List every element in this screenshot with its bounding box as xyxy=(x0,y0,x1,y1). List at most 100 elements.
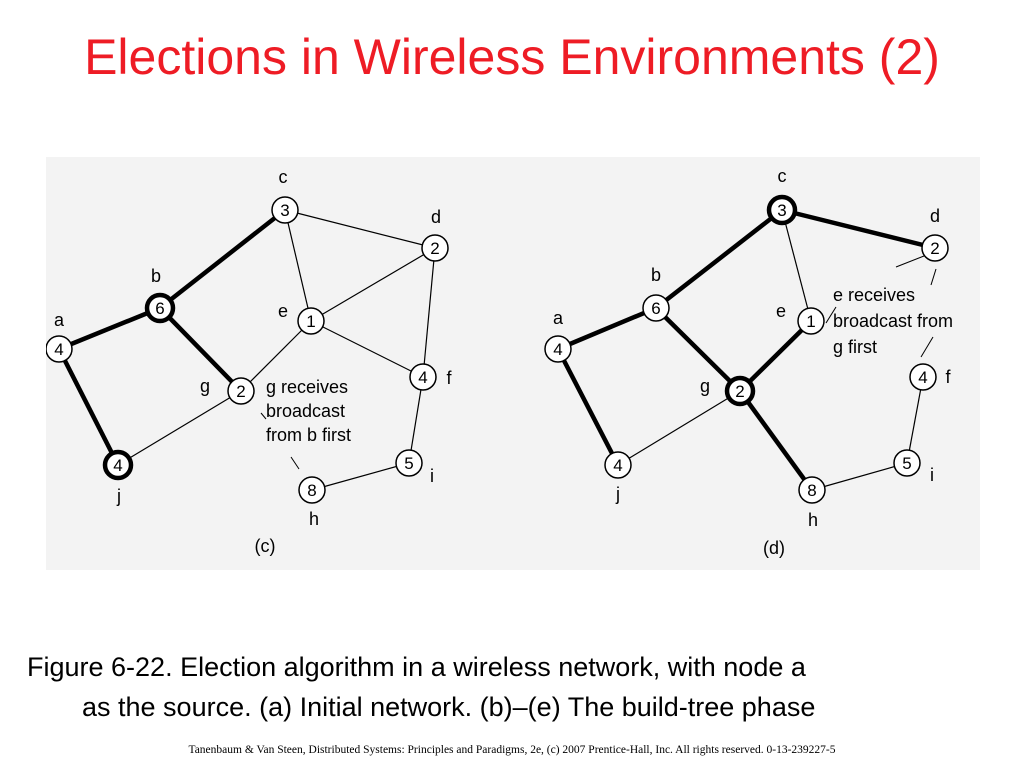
node-value: 1 xyxy=(806,312,815,331)
node-circle xyxy=(604,451,632,479)
node-value: 5 xyxy=(404,454,413,473)
node-g: 2g xyxy=(200,376,255,405)
node-b: 6b xyxy=(144,266,176,324)
edge-c-e xyxy=(781,209,812,322)
annotation-pointer xyxy=(920,336,934,358)
node-g: 2g xyxy=(700,375,756,407)
node-circle xyxy=(227,377,255,405)
node-value: 2 xyxy=(930,239,939,258)
caption-line-1: Figure 6-22. Election algorithm in a wir… xyxy=(27,652,806,682)
annotation-line: g receives xyxy=(266,377,348,397)
edge-g-j xyxy=(117,390,242,466)
node-h: 8h xyxy=(798,476,826,530)
slide-title: Elections in Wireless Environments (2) xyxy=(84,29,940,85)
edge-c-b xyxy=(158,208,287,310)
diagram-caption: (c) xyxy=(255,536,276,556)
node-letter: j xyxy=(116,486,121,506)
caption-line-2: as the source. (a) Initial network. (b)–… xyxy=(82,692,816,722)
node-letter: h xyxy=(808,510,818,530)
annotation-line: from b first xyxy=(266,425,351,445)
edge-c-d xyxy=(781,207,936,251)
node-circle xyxy=(798,476,826,504)
annotation-pointer xyxy=(930,268,937,286)
annotation-line: broadcast xyxy=(266,401,345,421)
annotation-pointer xyxy=(260,412,267,420)
node-circle xyxy=(421,234,449,262)
node-circle xyxy=(766,194,798,226)
annotation-line: broadcast from xyxy=(833,311,953,331)
node-circle xyxy=(271,196,299,224)
node-value: 4 xyxy=(54,340,63,359)
edge-e-f xyxy=(310,320,424,378)
node-value: 5 xyxy=(902,454,911,473)
edge-b-g xyxy=(158,306,243,393)
annotation-pointer xyxy=(290,456,300,470)
edge-d-f xyxy=(422,247,436,378)
node-value: 6 xyxy=(155,299,164,318)
node-value: 4 xyxy=(113,456,122,475)
node-d: 2d xyxy=(421,207,449,262)
edge-f-i xyxy=(906,376,924,464)
node-circle xyxy=(642,294,670,322)
node-circle xyxy=(909,363,937,391)
node-value: 8 xyxy=(307,481,316,500)
edge-i-h xyxy=(311,462,410,491)
node-value: 1 xyxy=(306,312,315,331)
node-letter: a xyxy=(54,310,65,330)
edge-b-g xyxy=(654,306,742,393)
node-letter: d xyxy=(930,206,940,226)
edge-g-j xyxy=(617,390,741,466)
node-circle xyxy=(298,476,326,504)
node-circle xyxy=(297,307,325,335)
node-letter: c xyxy=(279,167,288,187)
edge-c-b xyxy=(654,208,784,310)
node-h: 8h xyxy=(298,476,326,529)
edge-f-i xyxy=(408,376,424,464)
node-d: 2d xyxy=(921,206,949,262)
node-letter: b xyxy=(651,265,661,285)
node-circle xyxy=(724,375,756,407)
node-value: 3 xyxy=(280,201,289,220)
node-i: 5i xyxy=(395,449,434,486)
node-letter: e xyxy=(776,301,786,321)
node-value: 4 xyxy=(553,340,562,359)
node-c: 3c xyxy=(766,166,798,226)
node-circle xyxy=(893,449,921,477)
edge-g-h xyxy=(738,389,814,492)
edge-c-e xyxy=(284,209,312,322)
node-letter: j xyxy=(615,484,620,504)
node-value: 2 xyxy=(430,239,439,258)
node-letter: i xyxy=(430,466,434,486)
annotation-pointer xyxy=(895,253,930,268)
edge-a-j xyxy=(56,347,121,467)
node-value: 8 xyxy=(807,481,816,500)
node-c: 3c xyxy=(271,167,299,224)
edge-a-j xyxy=(556,347,620,467)
node-value: 4 xyxy=(613,456,622,475)
node-letter: h xyxy=(309,509,319,529)
edge-e-g xyxy=(240,320,312,392)
node-value: 6 xyxy=(651,299,660,318)
node-letter: a xyxy=(553,308,564,328)
node-letter: f xyxy=(446,368,452,388)
node-letter: g xyxy=(200,376,210,396)
node-e: 1e xyxy=(776,301,825,335)
node-circle xyxy=(395,449,423,477)
copyright-footer: Tanenbaum & Van Steen, Distributed Syste… xyxy=(188,744,836,756)
node-letter: e xyxy=(278,301,288,321)
node-circle xyxy=(921,234,949,262)
annotation-line: g first xyxy=(833,337,877,357)
node-circle xyxy=(409,363,437,391)
node-letter: i xyxy=(930,465,934,485)
node-value: 2 xyxy=(735,382,744,401)
diagram-caption: (d) xyxy=(763,538,785,558)
node-a: 4a xyxy=(544,308,572,363)
edge-b-a xyxy=(557,305,657,352)
node-circle xyxy=(544,335,572,363)
